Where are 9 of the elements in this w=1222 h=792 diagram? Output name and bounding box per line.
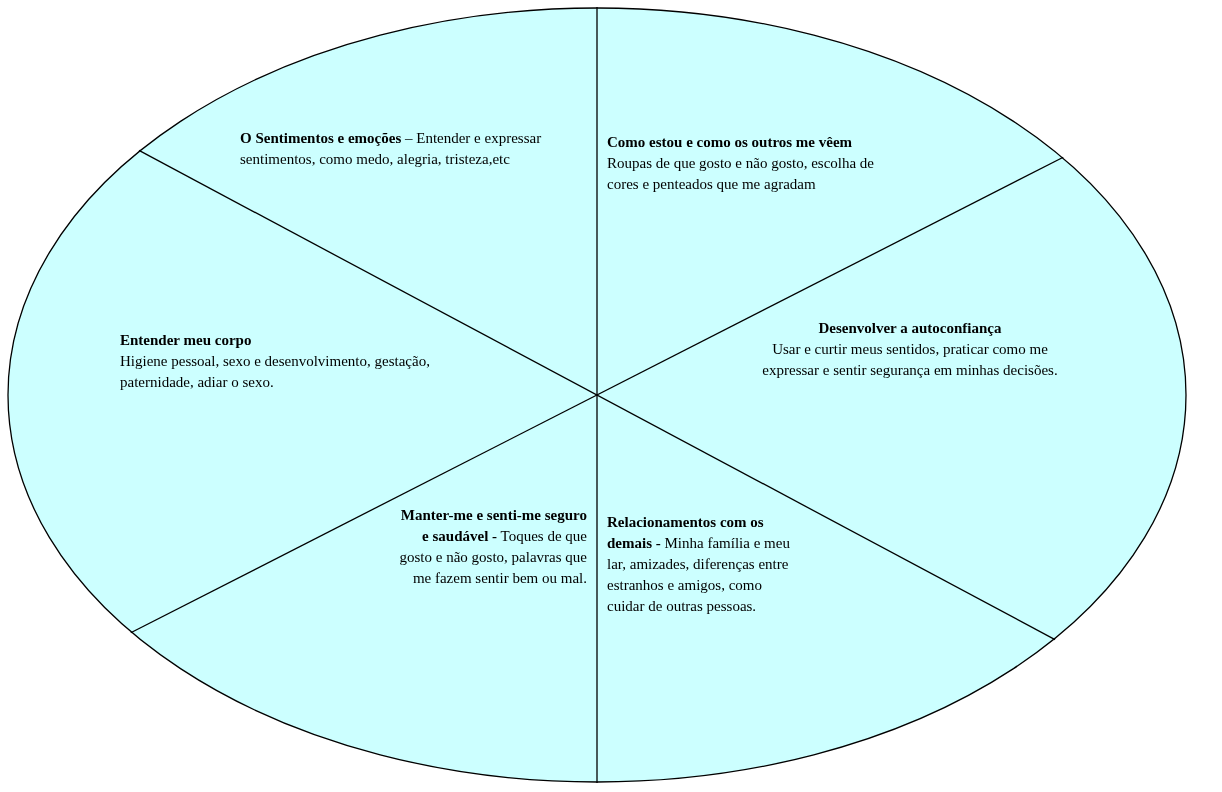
sector-heading: Entender meu corpo <box>120 331 253 350</box>
sector-text: Manter-me e senti-me seguro e saudável - Toques de que gosto e não gosto, palavras que me fazem sentir bem ou mal. <box>398 506 587 588</box>
sector-text: Relacionamentos com os demais - Minha família e meu lar, amizades, diferenças entre estranhos e amigos, como cuidar de outras pessoas. <box>607 513 791 616</box>
sector-description: Usar e curtir meus sentidos, praticar como me expressar e sentir segurança em minhas decisões. <box>761 340 1059 380</box>
sector-heading: Desenvolver a autoconfiança <box>817 319 1003 338</box>
sector-description: Higiene pessoal, sexo e desenvolvimento, gestação, paternidade, adiar o sexo. <box>120 352 431 392</box>
sector-heading: Como estou e como os outros me vêem <box>607 133 854 152</box>
sector-description: Roupas de que gosto e não gosto, escolha de cores e penteados que me agradam <box>607 154 876 194</box>
sector-text: O Sentimentos e emoções – Entender e expressar sentimentos, como medo, alegria, tristeza,etc <box>240 129 543 169</box>
